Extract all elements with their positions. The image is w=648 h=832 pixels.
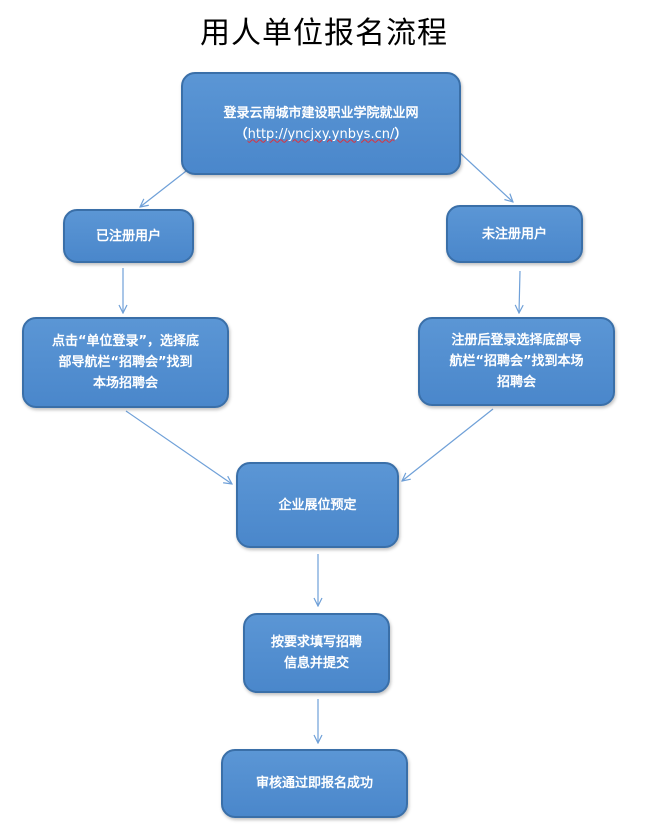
url-close-paren: ） bbox=[394, 126, 408, 142]
arrow-right-step-to-booking bbox=[402, 408, 494, 481]
node-success-label: 审核通过即报名成功 bbox=[255, 776, 373, 791]
node-fill-line2: 信息并提交 bbox=[283, 656, 349, 671]
node-registered-label: 已注册用户 bbox=[95, 228, 161, 244]
node-left-line2: 部导航栏“招聘会”找到 bbox=[58, 355, 193, 370]
node-right-line2: 航栏“招聘会”找到本场 bbox=[449, 354, 584, 369]
node-right-line1: 注册后登录选择底部导 bbox=[451, 333, 582, 348]
node-registered-user: 已注册用户 bbox=[63, 209, 194, 263]
node-left-line1: 点击“单位登录”，选择底 bbox=[51, 334, 200, 349]
node-registration-success: 审核通过即报名成功 bbox=[221, 749, 408, 818]
node-fill-info: 按要求填写招聘 信息并提交 bbox=[243, 613, 390, 693]
node-unregistered-user: 未注册用户 bbox=[446, 205, 583, 263]
arrow-login-to-unregistered bbox=[458, 151, 513, 202]
node-registered-steps: 点击“单位登录”，选择底 部导航栏“招聘会”找到 本场招聘会 bbox=[22, 317, 229, 408]
node-right-line3: 招聘会 bbox=[496, 375, 536, 390]
node-login-url-line: （http://yncjxy.ynbys.cn/） bbox=[235, 127, 408, 142]
website-url: http://yncjxy.ynbys.cn/ bbox=[247, 126, 395, 142]
arrow-login-to-registered bbox=[140, 167, 191, 207]
node-login-website: 登录云南城市建设职业学院就业网 （http://yncjxy.ynbys.cn/… bbox=[181, 72, 461, 175]
page-title: 用人单位报名流程 bbox=[200, 16, 448, 51]
node-unregistered-label: 未注册用户 bbox=[481, 226, 547, 242]
arrow-unregistered-to-right-step bbox=[519, 270, 520, 313]
node-booth-booking: 企业展位预定 bbox=[236, 462, 399, 548]
node-booking-label: 企业展位预定 bbox=[278, 497, 357, 513]
node-fill-line1: 按要求填写招聘 bbox=[270, 635, 362, 650]
url-open-paren: （ bbox=[234, 126, 248, 142]
node-login-line1: 登录云南城市建设职业学院就业网 bbox=[223, 105, 419, 121]
node-left-line3: 本场招聘会 bbox=[92, 376, 158, 391]
arrow-left-step-to-booking bbox=[125, 410, 232, 484]
node-unregistered-steps: 注册后登录选择底部导 航栏“招聘会”找到本场 招聘会 bbox=[418, 317, 615, 406]
